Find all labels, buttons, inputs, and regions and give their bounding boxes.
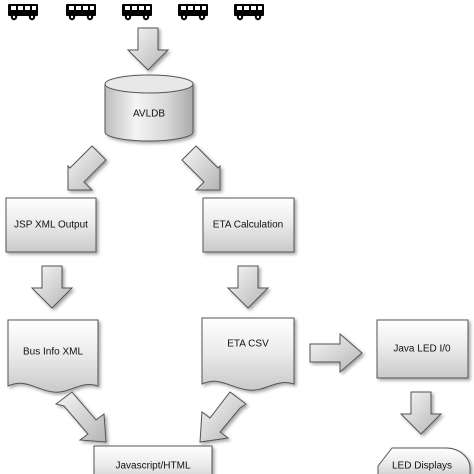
node-jsp-xml-output (5, 197, 97, 253)
eta-csv-label: ETA CSV (227, 339, 269, 350)
node-javascript-html (93, 445, 213, 474)
java-led-io-label: Java LED I/0 (393, 344, 451, 355)
bus-icon-row (8, 4, 264, 21)
node-java-led-io (376, 319, 469, 379)
node-avldb (104, 74, 194, 142)
node-led-displays (377, 447, 471, 474)
led-displays-label: LED Displays (392, 461, 452, 472)
arrow-eta-csv-to-js (199, 391, 247, 443)
arrow-bus-info-to-js (54, 391, 107, 443)
bus-info-xml-label: Bus Info XML (23, 347, 83, 358)
eta-calculation-label: ETA Calculation (213, 220, 283, 231)
arrow-eta-csv-to-java-led (309, 332, 363, 374)
bus-icon (122, 4, 152, 21)
node-eta-calculation (202, 197, 295, 253)
arrow-jsp-to-bus-info (30, 265, 74, 309)
arrow-eta-calc-to-csv (226, 265, 270, 309)
bus-icon (8, 4, 38, 21)
bus-icon (178, 4, 208, 21)
bus-icon (234, 4, 264, 21)
node-eta-csv (201, 317, 295, 391)
node-bus-info-xml (7, 319, 99, 393)
arrow-buses-to-avldb (126, 27, 170, 71)
arrow-java-led-to-displays (399, 391, 443, 435)
arrow-avldb-to-jsp (67, 145, 107, 191)
bus-icon (66, 4, 96, 21)
avldb-label: AVLDB (133, 109, 165, 120)
jsp-xml-output-label: JSP XML Output (14, 220, 88, 231)
arrow-avldb-to-eta-calc (181, 145, 221, 191)
javascript-html-label: Javascript/HTML (115, 461, 190, 472)
